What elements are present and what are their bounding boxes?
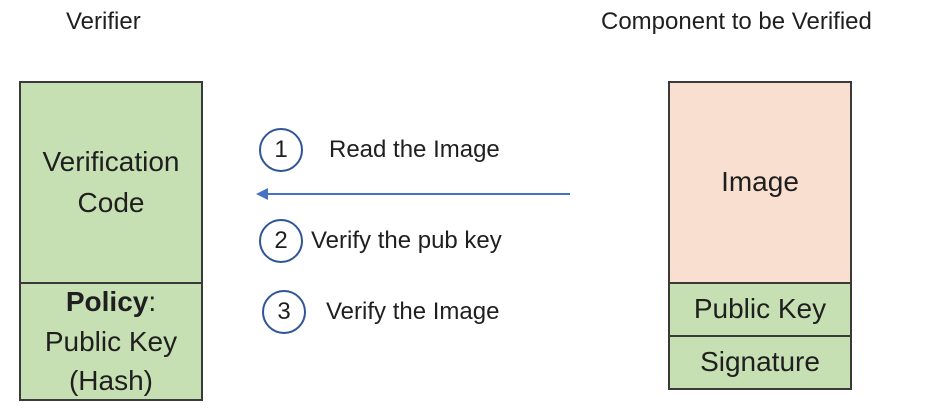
verification-code-line1: Verification bbox=[42, 145, 180, 177]
public-key-box: Public Key bbox=[668, 282, 852, 337]
component-title: Component to be Verified bbox=[601, 8, 872, 35]
step-number-circle: 3 bbox=[262, 290, 306, 334]
public-key-label: Public Key bbox=[693, 293, 827, 325]
policy-hash: (Hash) bbox=[68, 365, 153, 397]
step-1: 1 Read the Image bbox=[259, 128, 500, 172]
signature-box: Signature bbox=[668, 335, 852, 390]
step-3: 3 Verify the Image bbox=[262, 290, 499, 334]
step-text: Verify the Image bbox=[326, 298, 500, 325]
signature-label: Signature bbox=[700, 346, 820, 378]
policy-colon: : bbox=[148, 285, 157, 317]
step-text: Read the Image bbox=[329, 136, 500, 163]
policy-label: Policy bbox=[65, 285, 149, 317]
verification-code-line2: Code bbox=[77, 186, 145, 218]
image-box: Image bbox=[668, 81, 852, 284]
image-label: Image bbox=[721, 166, 799, 198]
policy-heading: Policy: bbox=[66, 282, 156, 322]
step-number-circle: 1 bbox=[259, 128, 303, 172]
step-text: Verify the pub key bbox=[311, 227, 502, 254]
step-number-circle: 2 bbox=[259, 219, 303, 263]
verification-code-box: Verification Code bbox=[19, 81, 203, 284]
arrow-left-icon bbox=[256, 188, 570, 200]
policy-public-key: Public Key bbox=[44, 325, 178, 357]
policy-box: Policy: Public Key (Hash) bbox=[19, 282, 203, 401]
step-2: 2 Verify the pub key bbox=[259, 219, 502, 263]
verifier-title: Verifier bbox=[66, 8, 141, 35]
